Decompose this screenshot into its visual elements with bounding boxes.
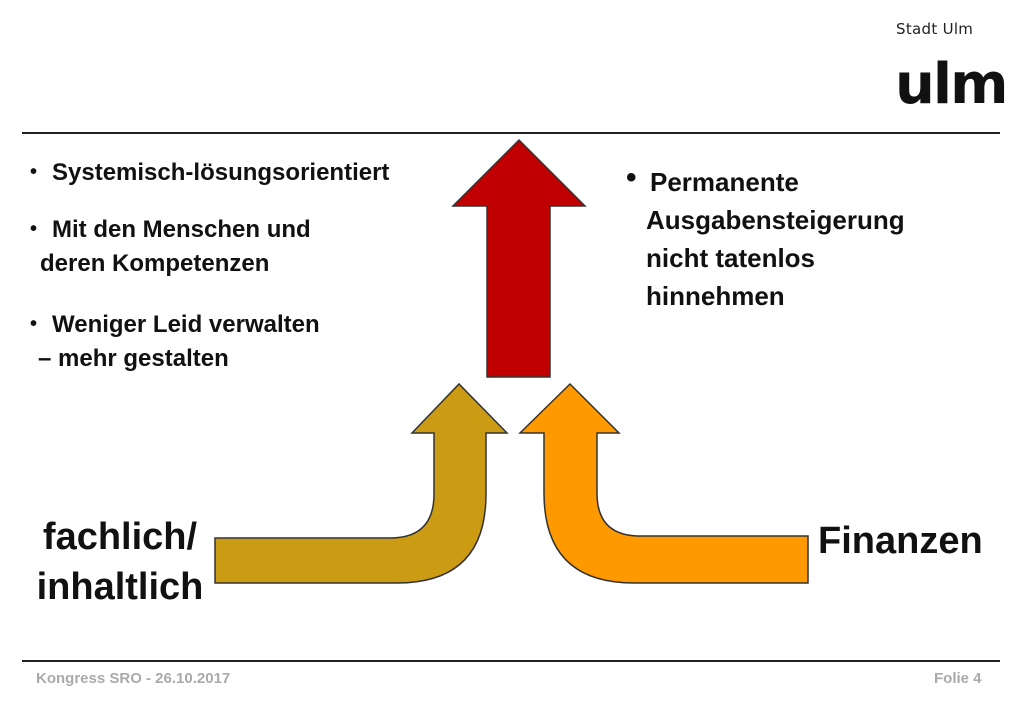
bullet-text-cont: – mehr gestalten (38, 345, 229, 372)
right-line-1: Permanente (650, 167, 799, 197)
label-finanzen: Finanzen (818, 520, 983, 562)
right-line-3: nicht tatenlos (646, 243, 816, 273)
label-left-line2: inhaltlich (36, 566, 204, 608)
bullet-item-3: • Weniger Leid verwalten – mehr gestalten (30, 307, 320, 376)
city-logo: ulm (895, 52, 1008, 117)
bullet-dot-icon: • (30, 161, 38, 183)
bullet-text-cont: deren Kompetenzen (40, 250, 270, 277)
bullet-dot-icon: • (626, 161, 637, 194)
label-left-line1: fachlich/ (42, 516, 198, 558)
footer-slide-number: Folie 4 (934, 670, 982, 687)
up-arrow-red (451, 138, 587, 378)
bullet-item-2: • Mit den Menschen und deren Kompetenzen (30, 212, 311, 281)
bullet-text: Systemisch-lösungsorientiert (52, 159, 390, 186)
bullet-item-1: • Systemisch-lösungsorientiert (30, 155, 389, 190)
city-name: Stadt Ulm (896, 20, 974, 38)
bent-arrow-right (518, 382, 809, 584)
bent-arrow-left (214, 382, 509, 584)
bullet-dot-icon: • (30, 313, 38, 335)
right-text-block: • Permanente Ausgabensteigerung nicht ta… (626, 161, 1006, 315)
bullet-text: Weniger Leid verwalten (52, 311, 320, 338)
top-divider (22, 132, 1000, 134)
right-line-4: hinnehmen (646, 281, 785, 311)
right-line-2: Ausgabensteigerung (646, 205, 905, 235)
footer-event: Kongress SRO - 26.10.2017 (36, 670, 231, 687)
label-fachlich: fachlich/ inhaltlich (20, 512, 220, 612)
bullet-dot-icon: • (30, 218, 38, 240)
bullet-text: Mit den Menschen und (52, 216, 311, 243)
bottom-divider (22, 660, 1000, 662)
